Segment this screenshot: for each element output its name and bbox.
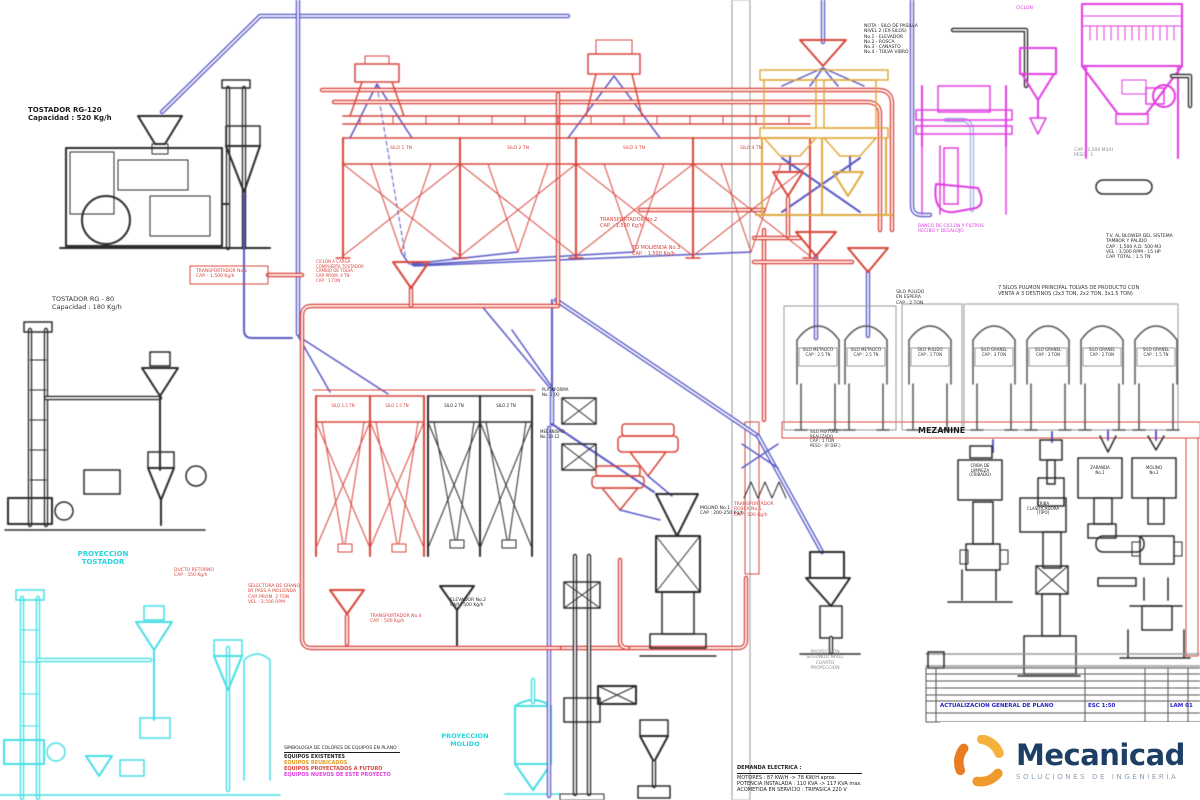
silo-header-b: 7 SILOS PULMON PRINCIPAL TOLVAS DE PRODU…: [998, 285, 1140, 297]
titleblock-scale: ESC 1:50: [1088, 703, 1116, 709]
legend-item: EQUIPOS REUBICADOS: [284, 760, 348, 767]
legend-item: EQUIPOS PROYECTADOS A FUTURO: [284, 766, 383, 773]
mezzanine-feed-hoppers: [795, 231, 889, 273]
yellow-silo-battery: [755, 39, 893, 216]
legend-item: EQUIPOS EXISTENTES: [284, 754, 346, 761]
battery2-bin-1: SILO 1.5 TN: [331, 403, 355, 408]
mezzanine-silos: [783, 303, 1180, 431]
battery1-bin-4: SILO 4 TN: [740, 146, 762, 151]
battery2-bin-4: SILO 2 TN: [496, 403, 516, 408]
roaster-rg120: [59, 79, 271, 251]
mecanicad-logo: Mecanicad SOLUCIONES DE INGENIERÍA: [940, 722, 1200, 800]
demanda-title: DEMANDA ELECTRICA :: [737, 765, 862, 774]
battery2-bin-2: SILO 1.5 TN: [385, 403, 409, 408]
blue-piping: [159, 0, 1157, 799]
center-mill-group: [559, 397, 717, 800]
battery1-bin-2: SILO 2 TN: [507, 146, 529, 151]
silo-battery-2: [312, 389, 536, 646]
demanda-note: DEMANDA ELECTRICA : MOTORES : 87 KW/H ->…: [737, 765, 862, 793]
projection-roaster: [0, 589, 281, 800]
ciclon-label: CICLON: [1016, 6, 1033, 11]
grinding-machines: [925, 435, 1200, 677]
logo-wordmark: Mecanicad: [1016, 738, 1185, 772]
title-block: [925, 667, 1200, 723]
mezanine-label: MEZANINE: [918, 426, 966, 435]
magenta-dust-system: [915, 3, 1193, 215]
logo-tagline: SOLUCIONES DE INGENIERÍA: [1016, 773, 1179, 781]
battery2-bin-3: SILO 2 TN: [444, 403, 464, 408]
battery1-bin-1: SILO 1 TN: [390, 146, 412, 151]
mezzanine-floor: [744, 421, 1200, 657]
legend-item: EQUIPOS NUEVOS DE ESTE PROYECTO: [284, 771, 391, 778]
titleblock-rev-text: ACTUALIZACION GENERAL DE PLANO: [940, 703, 1054, 709]
color-legend: SIMBOLOGIA DE COLORES DE EQUIPOS EN PLAN…: [284, 746, 400, 779]
red-silo-battery-1: [335, 39, 818, 289]
roaster-rg80: [4, 321, 207, 531]
red-piping: [189, 87, 895, 651]
legend-title: SIMBOLOGIA DE COLORES DE EQUIPOS EN PLAN…: [284, 746, 400, 754]
titleblock-sheet: LAM 01: [1170, 703, 1193, 709]
hatched-wall: [731, 0, 751, 800]
battery1-bin-3: SILO 3 TN: [623, 146, 645, 151]
right-lower-mill: [743, 481, 861, 655]
mecanicad-swirl-icon: [954, 735, 1004, 787]
